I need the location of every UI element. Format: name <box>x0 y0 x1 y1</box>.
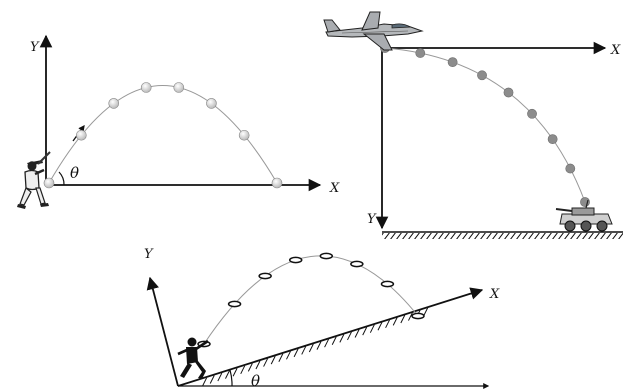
baseball-ball <box>108 98 120 109</box>
bomb-positions <box>380 43 590 207</box>
discus <box>380 280 395 288</box>
discus <box>227 300 242 308</box>
incline-x-label: X <box>489 287 500 302</box>
hatch-mark <box>255 360 261 370</box>
hatch-mark <box>263 358 269 367</box>
baseball-ball <box>173 82 185 93</box>
incline-panel: X Y θ <box>144 247 500 390</box>
jet-y-label: Y <box>367 212 377 227</box>
baseball-positions <box>43 82 283 189</box>
hatch-mark <box>225 370 230 379</box>
hatch-mark <box>270 355 276 365</box>
jet-x-label: X <box>610 43 621 58</box>
hatch-mark <box>347 331 352 341</box>
incline-x-axis <box>177 287 484 387</box>
incline-y-axis <box>146 276 179 387</box>
bomb <box>580 197 590 207</box>
hatch-mark <box>209 375 215 384</box>
bomb <box>565 163 576 174</box>
hatch-mark <box>324 338 330 348</box>
batter-figure <box>17 151 51 209</box>
hatch-mark <box>301 346 307 355</box>
hatch-mark <box>385 319 391 329</box>
bomb <box>447 57 458 68</box>
baseball-y-label: Y <box>30 40 40 55</box>
bomb <box>415 48 426 58</box>
hatch-mark <box>293 348 299 358</box>
incline-y-label: Y <box>144 247 154 262</box>
hatch-mark <box>240 365 246 375</box>
baseball-ball <box>76 129 87 141</box>
hatch-mark <box>408 312 413 321</box>
discus <box>258 272 272 280</box>
hatch-mark <box>217 372 223 382</box>
discus-thrower <box>177 337 209 379</box>
incline-hatching <box>202 307 429 387</box>
hatch-mark <box>202 377 208 387</box>
baseball-ball <box>271 177 283 189</box>
hatch-mark <box>362 326 368 336</box>
discus <box>350 260 364 268</box>
ground <box>382 231 623 239</box>
discus-trajectory <box>203 255 419 345</box>
hatch-mark <box>423 307 429 316</box>
bomb <box>477 70 487 81</box>
discus <box>288 256 303 264</box>
baseball-ball <box>43 177 55 189</box>
baseball-x-label: X <box>329 181 340 196</box>
bomb <box>547 134 558 145</box>
baseball-ball <box>206 98 217 109</box>
bomb <box>503 87 514 98</box>
discus <box>411 312 425 320</box>
hatch-mark <box>278 353 284 362</box>
hatch-mark <box>232 368 238 377</box>
bomb <box>527 108 537 119</box>
hatch-mark <box>331 336 337 345</box>
hatch-mark <box>354 329 360 338</box>
bomb-trajectory <box>384 47 586 203</box>
tank <box>555 199 613 232</box>
baseball-angle-label: θ <box>70 164 79 182</box>
baseball-angle-arc <box>58 171 65 186</box>
hatch-mark <box>369 324 375 333</box>
baseball-ball <box>238 129 250 141</box>
baseball-ball <box>140 82 152 93</box>
hatch-mark <box>316 341 322 350</box>
hatch-mark <box>247 363 253 372</box>
hatch-mark <box>392 317 398 326</box>
discus <box>319 252 334 260</box>
fighter-jet <box>323 11 424 51</box>
discus-positions <box>197 252 425 348</box>
hatch-mark <box>377 322 383 331</box>
jet-panel: X Y <box>323 11 623 239</box>
baseball-panel: Y X θ <box>17 34 340 209</box>
hatch-mark <box>400 314 406 324</box>
incline-angle-label: θ <box>251 372 260 390</box>
hatch-mark <box>308 343 314 353</box>
hatch-mark <box>339 334 345 343</box>
hatch-mark <box>286 351 291 360</box>
incline-angle-arc <box>229 369 233 387</box>
